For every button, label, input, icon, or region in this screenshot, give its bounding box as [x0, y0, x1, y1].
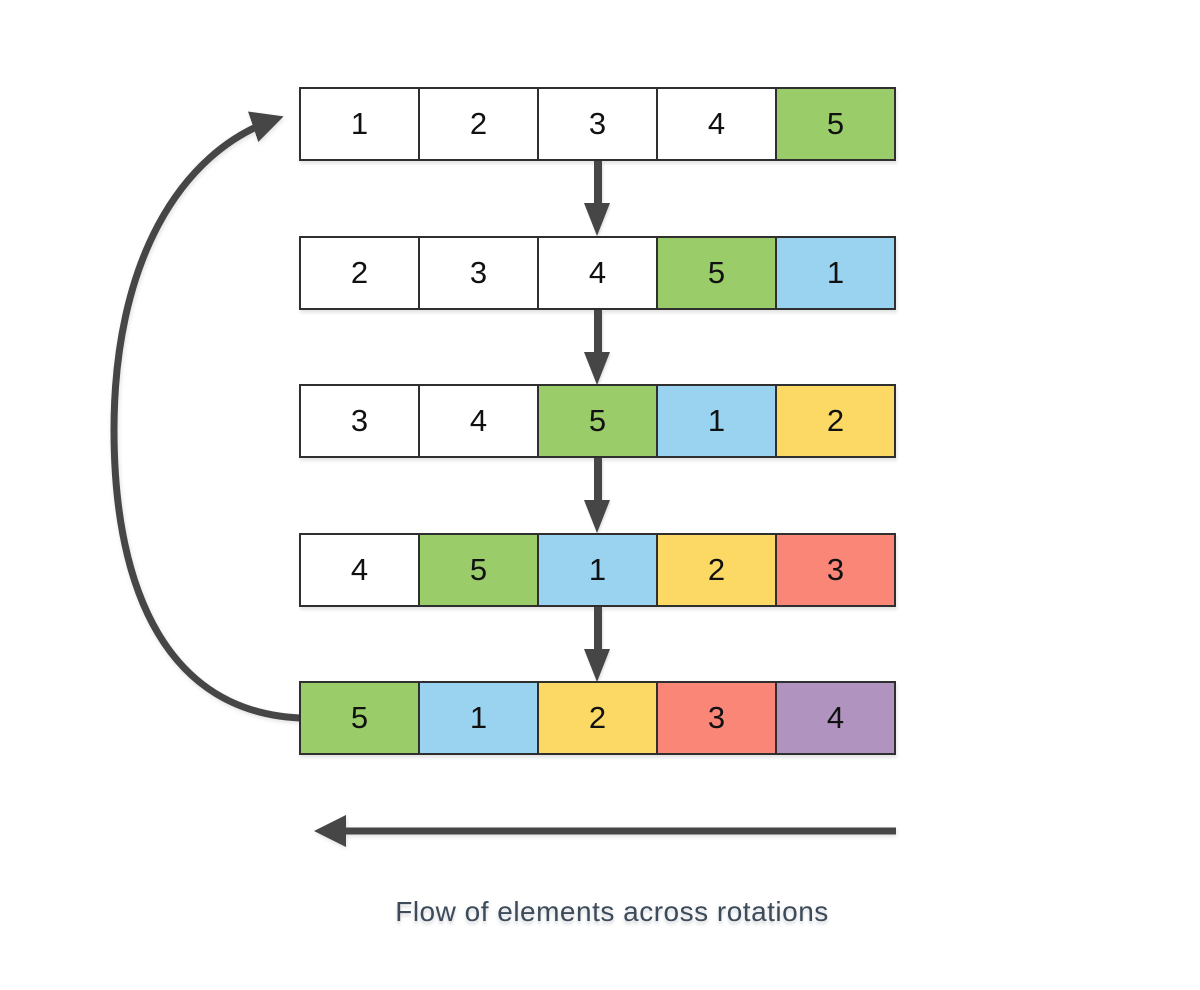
wrap-around-arrow — [110, 111, 301, 722]
array-cell: 1 — [301, 89, 420, 159]
down-arrow-head — [584, 500, 610, 533]
array-cell: 5 — [539, 386, 658, 456]
down-arrow-icon — [584, 458, 611, 533]
array-cell: 2 — [420, 89, 539, 159]
array-cell: 5 — [301, 683, 420, 753]
down-arrow-head — [584, 203, 610, 236]
array-cell: 5 — [777, 89, 894, 159]
array-cell: 4 — [420, 386, 539, 456]
down-arrow-icon — [584, 161, 611, 236]
down-arrow-head — [584, 352, 610, 385]
array-cell: 2 — [539, 683, 658, 753]
array-cell: 1 — [420, 683, 539, 753]
array-cell: 1 — [658, 386, 777, 456]
array-cell: 3 — [420, 238, 539, 308]
array-cell: 4 — [539, 238, 658, 308]
down-arrow-head — [584, 649, 610, 682]
array-cell: 4 — [658, 89, 777, 159]
array-cell: 1 — [777, 238, 894, 308]
down-arrow-stem — [593, 161, 602, 205]
array-cell: 3 — [539, 89, 658, 159]
array-cell: 5 — [658, 238, 777, 308]
array-cell: 3 — [301, 386, 420, 456]
array-cell: 4 — [301, 535, 420, 605]
down-arrow-stem — [593, 458, 602, 502]
down-arrow-icon — [584, 310, 611, 385]
down-arrow-stem — [593, 607, 602, 651]
array-cell: 3 — [777, 535, 894, 605]
array-cell: 3 — [658, 683, 777, 753]
array-cell: 2 — [658, 535, 777, 605]
array-cell: 5 — [420, 535, 539, 605]
array-cell: 2 — [301, 238, 420, 308]
caption: Flow of elements across rotations — [395, 896, 829, 927]
array-cell: 4 — [777, 683, 894, 753]
down-arrow-icon — [584, 607, 611, 682]
down-arrow-stem — [593, 310, 602, 354]
array-cell: 2 — [777, 386, 894, 456]
array-cell: 1 — [539, 535, 658, 605]
